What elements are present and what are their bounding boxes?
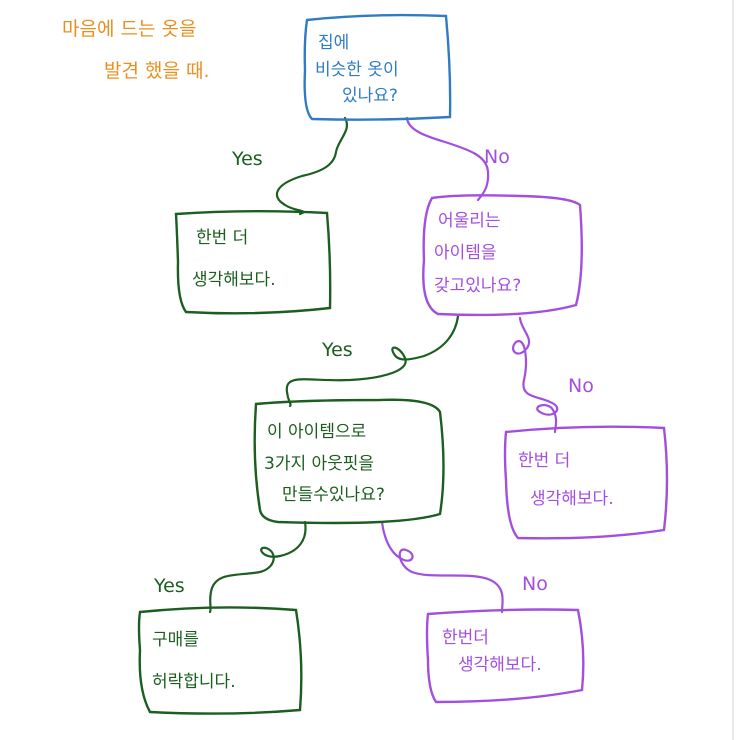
node-buy-line-1: 구매를 <box>152 630 199 650</box>
edge-label-q3-yes: Yes <box>153 575 185 597</box>
flowchart-title: 마음에 드는 옷을 발견 했을 때. <box>62 18 210 82</box>
connector-q3-yes <box>208 520 307 614</box>
node-think1-line-1: 한번 더 <box>196 228 248 248</box>
node-q3-line-3: 만들수있나요? <box>282 485 385 505</box>
title-line-1: 마음에 드는 옷을 <box>62 18 196 40</box>
node-q3-line-1: 이 아이템으로 <box>267 422 366 442</box>
right-edge-divider <box>732 0 734 740</box>
decision-node-matching-items: 어울리는 아이템을 갖고있나요? <box>422 194 583 317</box>
node-think3-line-1: 한번더 <box>442 628 489 648</box>
outcome-node-think-again-2: 한번 더 생각해보다. <box>503 425 669 540</box>
node-q1-line-3: 있나요? <box>342 86 398 106</box>
node-q3-line-2: 3가지 아웃핏을 <box>264 454 374 474</box>
connector-q2-no <box>511 316 559 434</box>
node-q2-line-1: 어울리는 <box>438 211 501 231</box>
edge-label-q1-no: No <box>484 146 510 168</box>
outcome-node-think-again-1: 한번 더 생각해보다. <box>174 210 332 315</box>
connector-q1-no <box>405 116 490 202</box>
decision-node-similar-clothes: 집에 비슷한 옷이 있나요? <box>303 13 452 121</box>
edge-label-q1-yes: Yes <box>231 148 263 170</box>
title-line-2: 발견 했을 때. <box>104 60 210 82</box>
outcome-node-think-again-3: 한번더 생각해보다. <box>425 608 585 704</box>
node-think1-line-2: 생각해보다. <box>192 270 276 290</box>
node-buy-line-2: 허락합니다. <box>152 672 236 692</box>
edge-label-q2-no: No <box>568 375 594 397</box>
node-think2-line-1: 한번 더 <box>518 451 570 471</box>
node-think3-line-2: 생각해보다. <box>458 655 542 675</box>
node-q1-line-2: 비슷한 옷이 <box>315 60 399 80</box>
node-think2-line-2: 생각해보다. <box>530 489 614 509</box>
edge-label-q2-yes: Yes <box>321 339 353 361</box>
node-q2-line-2: 아이템을 <box>434 243 497 263</box>
connector-q1-yes <box>275 116 348 216</box>
node-q1-line-1: 집에 <box>318 33 349 53</box>
outcome-node-allow-purchase: 구매를 허락합니다. <box>137 606 303 715</box>
edge-label-q3-no: No <box>522 573 548 595</box>
connector-q3-no <box>380 520 504 614</box>
connector-q2-yes <box>285 314 460 408</box>
decision-node-three-outfits: 이 아이템으로 3가지 아웃핏을 만들수있나요? <box>253 398 445 525</box>
node-q2-line-3: 갖고있나요? <box>434 276 521 296</box>
